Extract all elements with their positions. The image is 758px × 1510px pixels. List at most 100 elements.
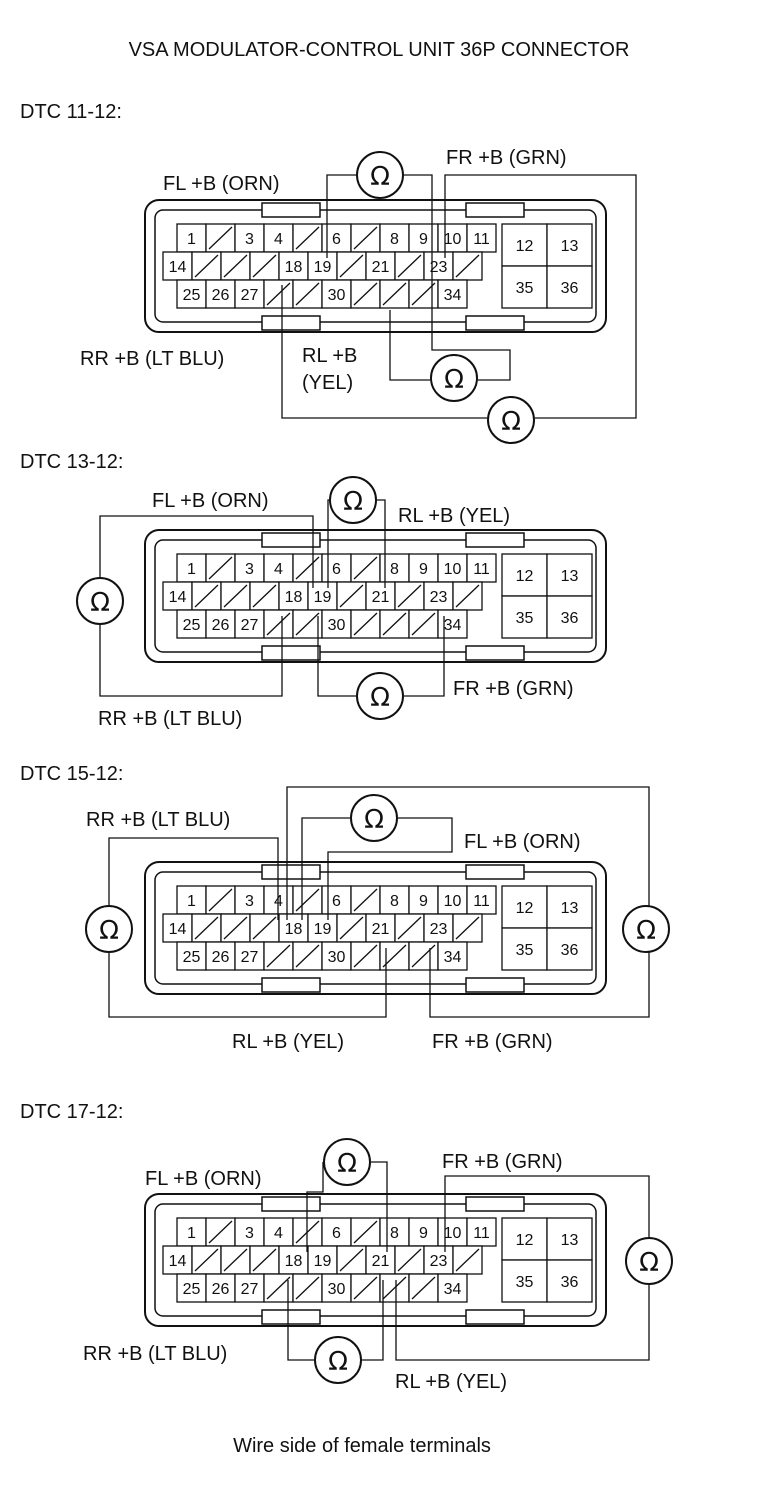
terminal-cavity <box>176 1273 207 1303</box>
terminal-cavity <box>321 553 352 583</box>
terminal-number: 27 <box>241 617 259 634</box>
ohmmeter: Ω <box>356 672 404 720</box>
unused-terminal-slash <box>194 584 219 608</box>
terminal-cavity <box>365 913 396 943</box>
wiring <box>99 499 445 697</box>
terminal-number: 3 <box>245 561 254 578</box>
locking-tab <box>261 315 321 331</box>
unused-terminal-slash <box>353 226 378 250</box>
unused-terminal-slash <box>339 584 364 608</box>
terminal-number: 26 <box>212 949 230 966</box>
terminal-number: 25 <box>183 1281 201 1298</box>
terminal-cavity <box>176 885 207 915</box>
terminal-cavity <box>423 1245 454 1275</box>
section-heading: DTC 15-12: <box>20 763 123 785</box>
terminal-cavity <box>176 279 207 309</box>
label-rr: RR +B (LT BLU) <box>80 348 224 370</box>
ohmmeter: Ω <box>356 151 404 199</box>
terminal-number: 9 <box>419 561 428 578</box>
unused-terminal-slash <box>411 944 436 968</box>
terminal-number: 6 <box>332 893 341 910</box>
terminal-cavity <box>408 223 439 253</box>
terminal-number: 23 <box>430 921 448 938</box>
terminal-number: 34 <box>444 1281 462 1298</box>
terminal-number: 13 <box>561 568 579 585</box>
large-terminal-cavity <box>546 223 593 267</box>
unused-terminal-slash <box>295 612 320 636</box>
connector-inner <box>154 1203 597 1317</box>
terminal-cavity <box>437 1217 468 1247</box>
terminal-number: 18 <box>285 589 303 606</box>
terminal-number: 36 <box>561 610 579 627</box>
terminal-number: 1 <box>187 1225 196 1242</box>
large-terminal-cavity <box>546 553 593 597</box>
terminal-number: 21 <box>372 921 390 938</box>
label-fl: FL +B (ORN) <box>163 173 280 195</box>
large-terminal-cavity <box>501 223 548 267</box>
terminal-number: 26 <box>212 617 230 634</box>
svg-text:Ω: Ω <box>364 805 384 835</box>
unused-terminal-slash <box>252 916 277 940</box>
unused-terminal-slash <box>266 282 291 306</box>
label-rl: RL +B <box>302 345 357 367</box>
terminal-number: 13 <box>561 1232 579 1249</box>
label-rr: RR +B (LT BLU) <box>86 809 230 831</box>
connector-inner <box>154 871 597 985</box>
unused-terminal-slash <box>455 916 480 940</box>
terminal-number: 23 <box>430 259 448 276</box>
terminal-number: 19 <box>314 1253 332 1270</box>
unused-terminal-slash <box>252 254 277 278</box>
unused-terminal-slash <box>455 584 480 608</box>
unused-terminal-slash <box>397 916 422 940</box>
unused-terminal-slash <box>194 254 219 278</box>
terminal-cavity <box>437 1273 468 1303</box>
terminal-number: 27 <box>241 949 259 966</box>
page-title: VSA MODULATOR-CONTROL UNIT 36P CONNECTOR <box>129 39 630 61</box>
wiring <box>281 174 637 419</box>
terminal-cavity <box>379 885 410 915</box>
locking-tab <box>261 532 321 548</box>
terminal-number: 13 <box>561 900 579 917</box>
terminal-number: 1 <box>187 561 196 578</box>
unused-terminal-slash <box>223 1248 248 1272</box>
terminal-cavity <box>162 581 193 611</box>
terminal-number: 12 <box>516 1232 534 1249</box>
svg-text:Ω: Ω <box>90 588 110 618</box>
footer-note: Wire side of female terminals <box>233 1435 491 1457</box>
svg-text:Ω: Ω <box>99 916 119 946</box>
terminal-number: 8 <box>390 561 399 578</box>
terminal-cavity <box>466 553 497 583</box>
svg-text:Ω: Ω <box>639 1248 659 1278</box>
large-terminal-cavity <box>546 595 593 639</box>
terminal-number: 19 <box>314 259 332 276</box>
terminal-number: 19 <box>314 589 332 606</box>
locking-tab <box>465 977 525 993</box>
unused-terminal-slash <box>194 1248 219 1272</box>
wiring <box>108 786 650 1018</box>
terminal-cavity <box>321 1273 352 1303</box>
locking-tab <box>261 864 321 880</box>
unused-terminal-slash <box>353 1220 378 1244</box>
unused-terminal-slash <box>382 1276 407 1300</box>
unused-terminal-slash <box>208 1220 233 1244</box>
unused-terminal-slash <box>339 916 364 940</box>
locking-tab <box>465 1196 525 1212</box>
terminal-cavity <box>307 251 338 281</box>
unused-terminal-slash <box>194 916 219 940</box>
wiring <box>287 1161 650 1361</box>
label-fr: FR +B (GRN) <box>446 147 567 169</box>
terminal-cavity <box>263 553 294 583</box>
large-terminal-cavity <box>501 595 548 639</box>
unused-terminal-slash <box>295 944 320 968</box>
section-heading: DTC 17-12: <box>20 1101 123 1123</box>
unused-terminal-slash <box>382 612 407 636</box>
connector-inner <box>154 539 597 653</box>
ohmmeter: Ω <box>625 1237 673 1285</box>
terminal-number: 9 <box>419 893 428 910</box>
terminal-number: 27 <box>241 287 259 304</box>
terminal-number: 10 <box>444 561 462 578</box>
terminal-number: 25 <box>183 287 201 304</box>
